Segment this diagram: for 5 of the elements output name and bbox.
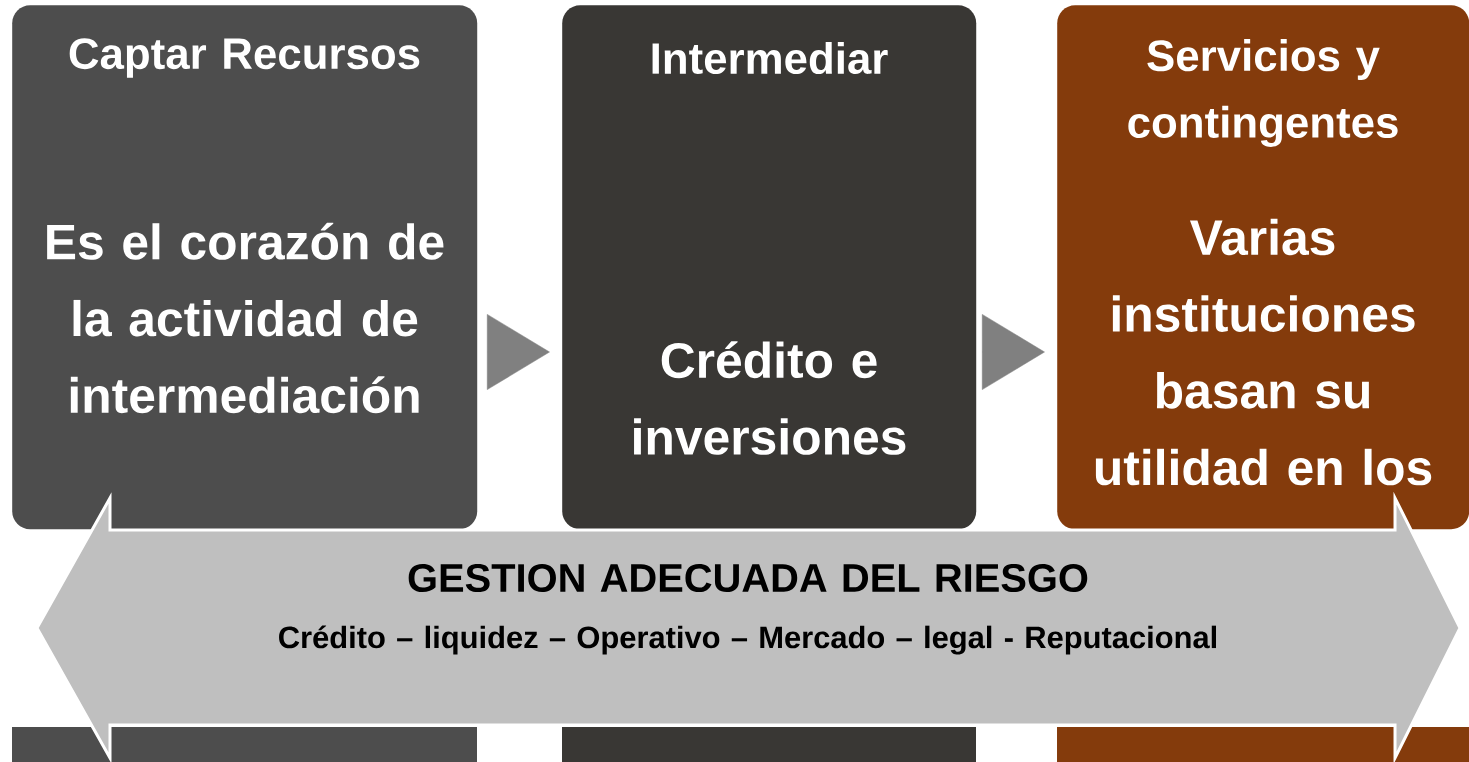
- chevron-arrow: [486, 314, 550, 390]
- chevron-arrow: [981, 314, 1045, 390]
- process-box: Servicios y contingentes Varias instituciones basan su utilidad en los: [1057, 5, 1469, 530]
- process-box: Intermediar Crédito e inversiones: [562, 5, 977, 530]
- process-box: Captar Recursos Es el corazón de la actividad de intermediación: [12, 5, 478, 530]
